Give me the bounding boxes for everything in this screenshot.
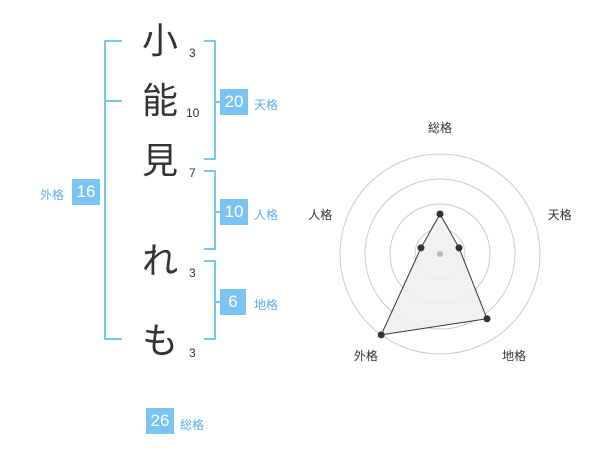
radar-points [377, 210, 491, 339]
radar-point-1 [455, 244, 463, 252]
radar-axis-label-1: 天格 [548, 207, 572, 222]
name-char-4: れ [141, 241, 178, 282]
stroke-count-4: 3 [189, 266, 196, 280]
jinkaku-bracket-bottom [204, 248, 216, 250]
outer-bracket-bottom [104, 338, 122, 340]
outer-bracket-mid [104, 100, 122, 102]
tenkaku-bracket-v [214, 40, 216, 160]
stroke-count-2: 10 [186, 106, 200, 120]
jinkaku-bracket-link [214, 211, 220, 213]
tenkaku-value-badge: 20 [220, 89, 248, 115]
soukaku-label: 総格 [180, 418, 205, 432]
chikaku-bracket-link [214, 301, 220, 303]
chikaku-bracket-bottom [204, 338, 216, 340]
jinkaku-bracket-v [214, 170, 216, 250]
radar-center-dot [437, 251, 443, 257]
jinkaku-bracket-top [204, 170, 216, 172]
name-char-2: 能 [141, 81, 178, 122]
chikaku-bracket-v [214, 260, 216, 340]
radar-axis-label-3: 外格 [354, 348, 378, 363]
name-char-5: も [141, 321, 178, 362]
jinkaku-value-badge: 10 [220, 199, 248, 225]
radar-axis-label-4: 人格 [308, 207, 332, 222]
gaikaku-label: 外格 [40, 188, 65, 202]
jinkaku-label: 人格 [254, 208, 279, 222]
chikaku-value-badge: 6 [220, 289, 246, 315]
radar-point-3 [377, 331, 385, 339]
radar-ring-3 [364, 178, 516, 330]
stroke-count-5: 3 [189, 346, 196, 360]
chikaku-bracket-top [204, 260, 216, 262]
radar-point-2 [483, 315, 491, 323]
stroke-count-3: 7 [189, 166, 196, 180]
radar-point-4 [417, 244, 425, 252]
radar-axis-label-2: 地格 [502, 348, 526, 363]
tenkaku-bracket-top [204, 40, 216, 42]
radar-ring-4 [339, 153, 541, 355]
radar-point-0 [436, 210, 444, 218]
tenkaku-label: 天格 [254, 98, 279, 112]
name-char-3: 見 [141, 141, 178, 182]
stroke-count-1: 3 [189, 46, 196, 60]
tenkaku-bracket-link [214, 101, 220, 103]
radar-axis-label-0: 総格 [428, 120, 452, 135]
tenkaku-bracket-bottom [204, 158, 216, 160]
chikaku-label: 地格 [254, 298, 279, 312]
soukaku-value-badge: 26 [146, 408, 174, 434]
name-char-1: 小 [141, 21, 178, 62]
gaikaku-value-badge: 16 [72, 179, 100, 205]
radar-data-polygon [380, 212, 488, 336]
outer-bracket-vertical [104, 40, 106, 340]
outer-bracket-top [104, 40, 122, 42]
